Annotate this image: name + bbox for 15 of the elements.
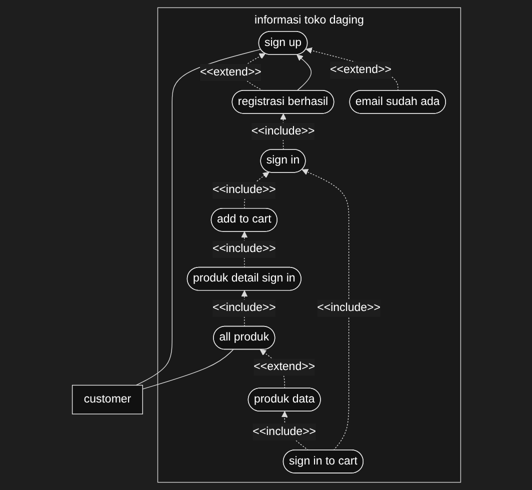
- edge-label: <<extend>>: [199, 66, 261, 78]
- edge-label: <<include>>: [252, 425, 316, 438]
- node-box: customer: [71, 384, 142, 414]
- arrow: [305, 47, 398, 92]
- edge-label: <<include>>: [212, 184, 276, 196]
- connector: [142, 349, 234, 390]
- edge-label: <<include>>: [316, 302, 380, 314]
- edge-label: <<include>>: [212, 302, 276, 314]
- edge-label: <<extend>>: [253, 360, 315, 373]
- arrow: [301, 169, 349, 451]
- edge-label: <<extend>>: [330, 64, 391, 76]
- connector: [135, 48, 261, 386]
- arrow: [296, 54, 312, 92]
- edge-label: <<include>>: [212, 242, 276, 256]
- edge-label: <<include>>: [250, 124, 314, 138]
